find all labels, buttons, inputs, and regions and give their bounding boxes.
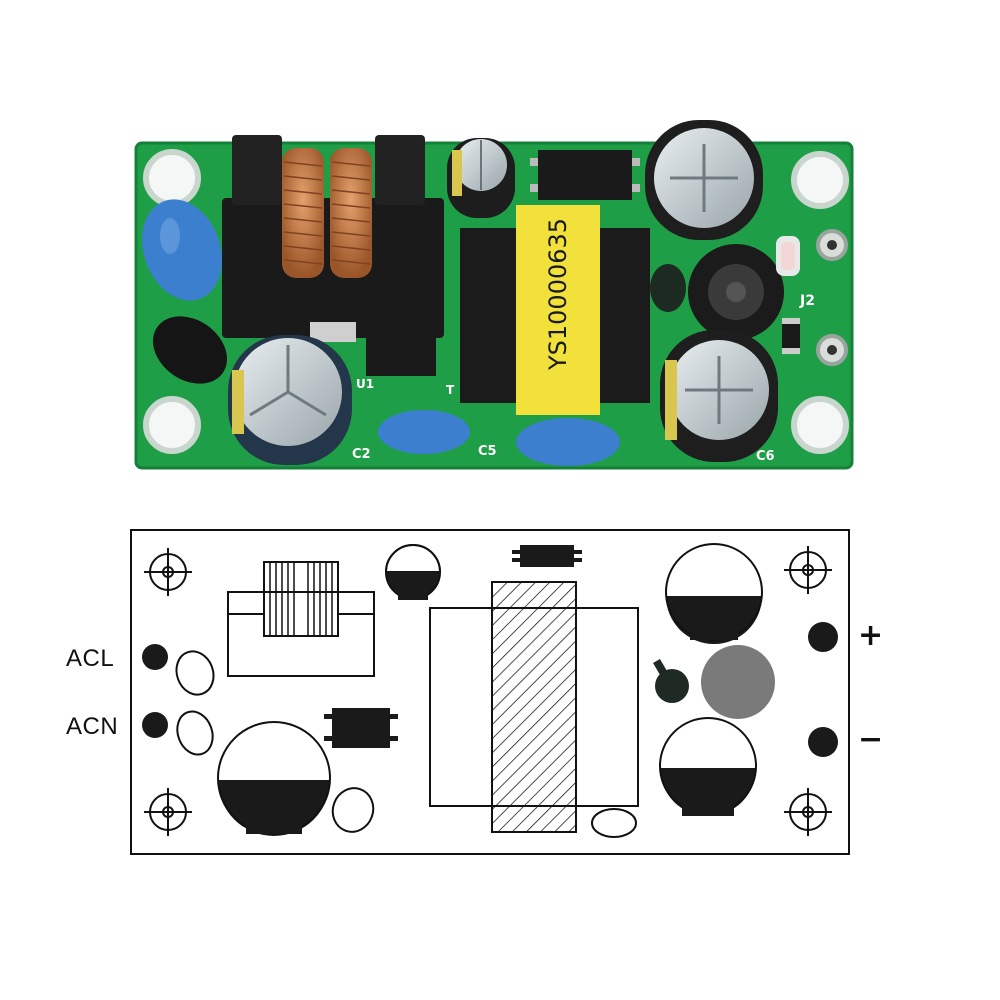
power-inductor — [688, 244, 784, 340]
layout-drawing — [130, 529, 850, 855]
small-cap-outline — [384, 544, 442, 600]
silkscreen-u1: U1 — [356, 377, 374, 391]
optocoupler-chip — [538, 150, 632, 200]
crosshair-bottom-left — [144, 788, 192, 836]
plus-pad — [808, 622, 838, 652]
silkscreen-c5: C5 — [478, 444, 497, 459]
pin-label-plus: + — [858, 618, 884, 653]
pcb-photo: YS10000635 — [134, 120, 854, 470]
board-outline — [130, 529, 850, 855]
ntc-thermistor — [152, 316, 228, 384]
y-capacitor-c2 — [378, 410, 470, 454]
choke-outline — [227, 561, 375, 677]
acn-pad — [142, 712, 168, 738]
top-chip-outline — [512, 545, 582, 567]
large-electrolytic-capacitor-bottom — [660, 330, 778, 462]
large-cap-outline-left — [217, 721, 331, 836]
large-cap-outline-bottom — [659, 717, 757, 816]
y-capacitor-c5 — [516, 418, 620, 466]
y-capacitor-left — [142, 199, 222, 301]
large-cap-outline-top — [665, 543, 763, 644]
common-mode-choke — [222, 135, 444, 342]
transformer-outline — [429, 581, 639, 833]
small-electrolytic-capacitor — [447, 138, 515, 218]
transformer-label: YS10000635 — [544, 218, 572, 371]
pin-label-minus: − — [858, 722, 884, 757]
middle-chip-outline — [324, 708, 398, 748]
small-part-outline — [655, 669, 689, 703]
large-electrolytic-capacitor-top — [645, 120, 763, 240]
inductor-outline — [701, 645, 775, 719]
silkscreen-j2: J2 — [799, 293, 815, 309]
silkscreen-t: T — [446, 383, 455, 397]
pin-label-acn: ACN — [66, 713, 119, 740]
crosshair-top-right — [784, 546, 832, 594]
pin-label-acl: ACL — [66, 645, 115, 672]
acl-pad — [142, 644, 168, 670]
control-ic — [366, 336, 436, 376]
crosshair-top-left — [144, 548, 192, 596]
mounting-holes — [143, 149, 849, 454]
input-electrolytic-capacitor — [228, 335, 352, 465]
silkscreen-c2: C2 — [352, 447, 371, 462]
transformer-tape — [516, 205, 600, 415]
crosshair-bottom-right — [784, 788, 832, 836]
transformer: YS10000635 — [460, 205, 650, 415]
minus-pad — [808, 727, 838, 757]
silkscreen-c6: C6 — [756, 449, 775, 464]
